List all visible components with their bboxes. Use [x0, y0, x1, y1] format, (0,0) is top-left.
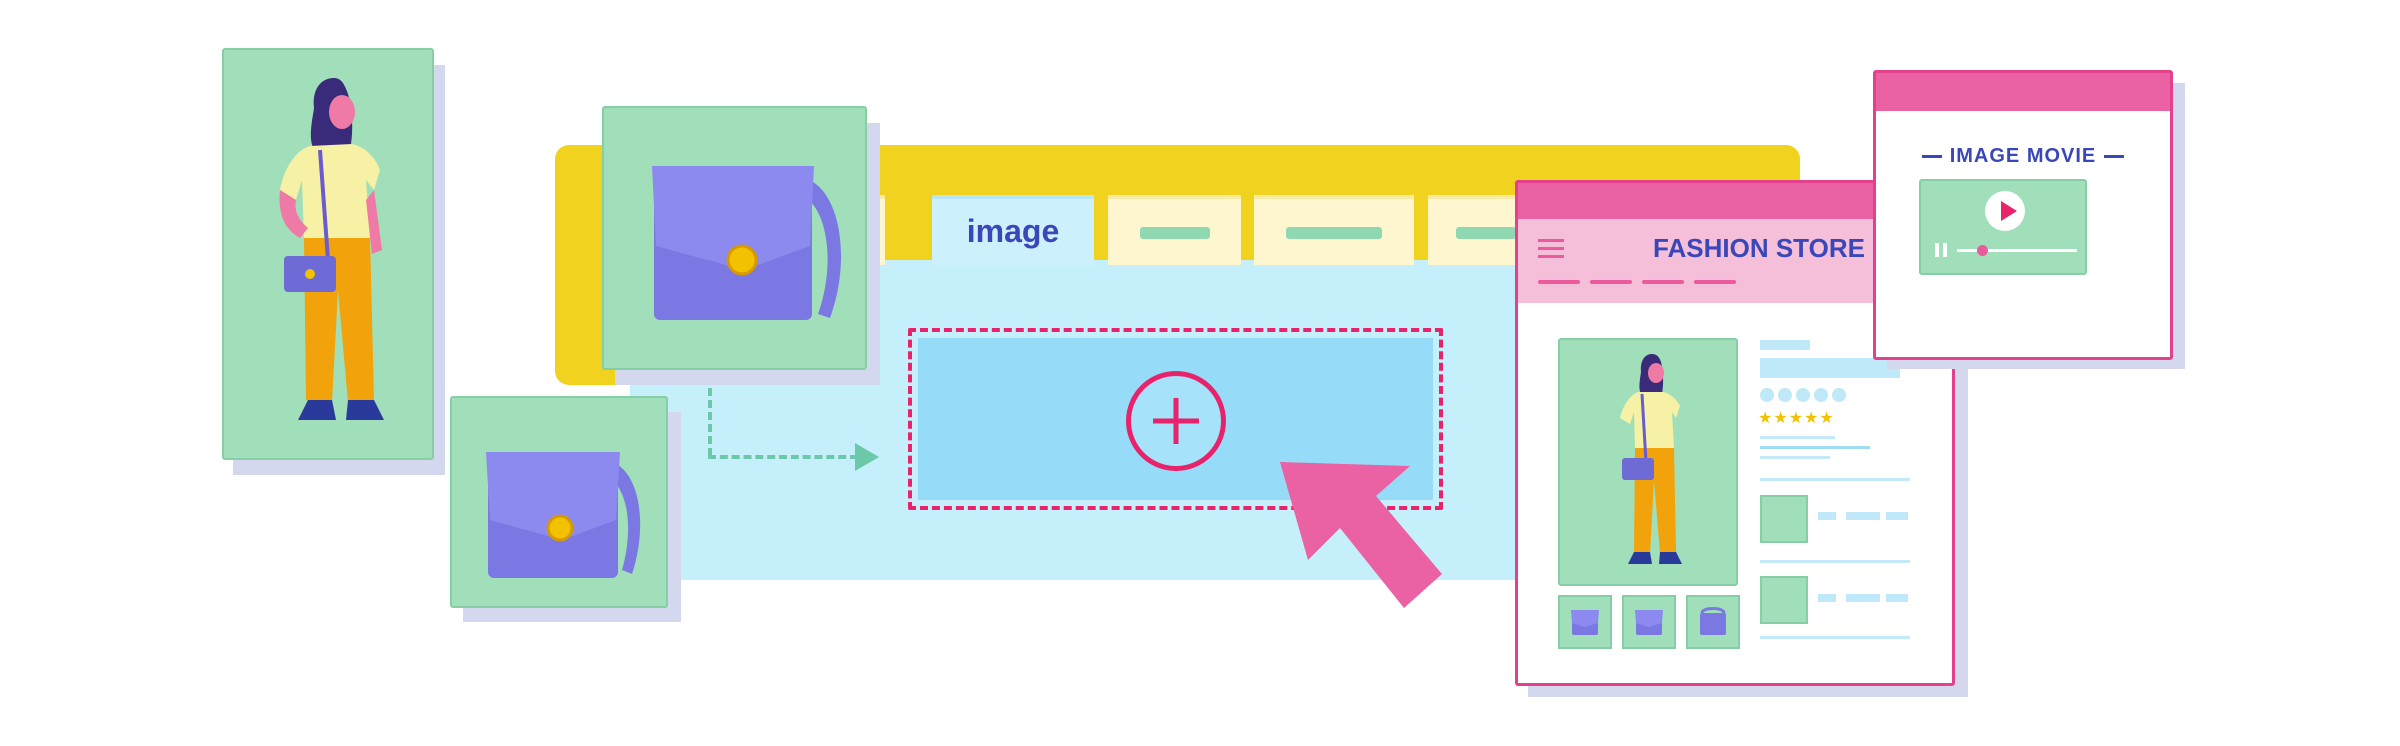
related-product-text — [1846, 512, 1880, 520]
related-product-text — [1846, 594, 1880, 602]
description-line — [1760, 446, 1870, 449]
hamburger-icon[interactable] — [1518, 235, 1578, 265]
divider — [1760, 560, 1910, 563]
image-movie-window: IMAGE MOVIE — [1873, 70, 2173, 360]
product-brand-placeholder — [1760, 340, 1810, 350]
product-name-placeholder — [1760, 358, 1900, 378]
tab-4[interactable] — [1254, 195, 1414, 265]
nav-link[interactable] — [1694, 280, 1736, 284]
play-icon — [2001, 201, 2017, 221]
woman-figure-icon — [279, 78, 384, 420]
nav-link[interactable] — [1590, 280, 1632, 284]
related-product-text — [1886, 594, 1908, 602]
drag-arrow-icon — [855, 443, 879, 471]
nav-link[interactable] — [1642, 280, 1684, 284]
tab-3[interactable] — [1108, 195, 1241, 265]
pause-icon-bar — [1943, 243, 1947, 257]
plus-icon — [1153, 398, 1199, 444]
handbag-icon — [1700, 607, 1726, 635]
progress-knob[interactable] — [1977, 245, 1988, 256]
description-line — [1760, 456, 1830, 459]
related-product-text — [1886, 512, 1908, 520]
related-product-text — [1818, 512, 1836, 520]
movie-titlebar — [1876, 73, 2170, 111]
drop-zone[interactable] — [908, 328, 1443, 510]
handbag-icon — [486, 452, 641, 578]
video-player[interactable] — [1919, 179, 2087, 275]
progress-track[interactable] — [1957, 249, 2077, 252]
related-product-thumb[interactable] — [1760, 576, 1808, 624]
store-title: FASHION STORE — [1653, 233, 1865, 263]
drag-path-vertical — [708, 388, 716, 456]
color-swatch[interactable] — [1778, 388, 1792, 402]
movie-title: IMAGE MOVIE — [1876, 145, 2170, 168]
handbag-icon — [1571, 610, 1599, 635]
model-photo-card[interactable] — [222, 48, 434, 460]
drag-path-horizontal — [708, 455, 858, 459]
product-thumbnail[interactable] — [1558, 595, 1612, 649]
color-swatch[interactable] — [1796, 388, 1810, 402]
related-product-text — [1818, 594, 1836, 602]
rating-stars: ★★★★★ — [1758, 410, 1835, 427]
tab-image-label: image — [966, 213, 1060, 249]
divider — [1760, 478, 1910, 481]
product-main-image[interactable] — [1558, 338, 1738, 586]
product-thumbnail[interactable] — [1686, 595, 1740, 649]
woman-figure-icon — [1620, 354, 1682, 564]
bag-photo-card-large[interactable] — [602, 106, 867, 370]
bag-photo-card-small[interactable] — [450, 396, 668, 608]
color-swatch[interactable] — [1832, 388, 1846, 402]
handbag-icon — [1635, 610, 1663, 635]
add-button[interactable] — [1126, 371, 1226, 471]
related-product-thumb[interactable] — [1760, 495, 1808, 543]
tab-image[interactable]: image — [932, 195, 1094, 265]
divider — [1760, 636, 1910, 639]
color-swatch[interactable] — [1760, 388, 1774, 402]
product-thumbnail[interactable] — [1622, 595, 1676, 649]
description-line — [1760, 436, 1835, 439]
nav-link[interactable] — [1538, 280, 1580, 284]
pause-icon[interactable] — [1935, 243, 1939, 257]
handbag-icon — [652, 166, 842, 320]
cursor-arrow-icon — [1280, 462, 1450, 637]
movie-title-text: IMAGE MOVIE — [1949, 145, 2097, 167]
color-swatch[interactable] — [1814, 388, 1828, 402]
tab-5[interactable] — [1428, 195, 1528, 265]
